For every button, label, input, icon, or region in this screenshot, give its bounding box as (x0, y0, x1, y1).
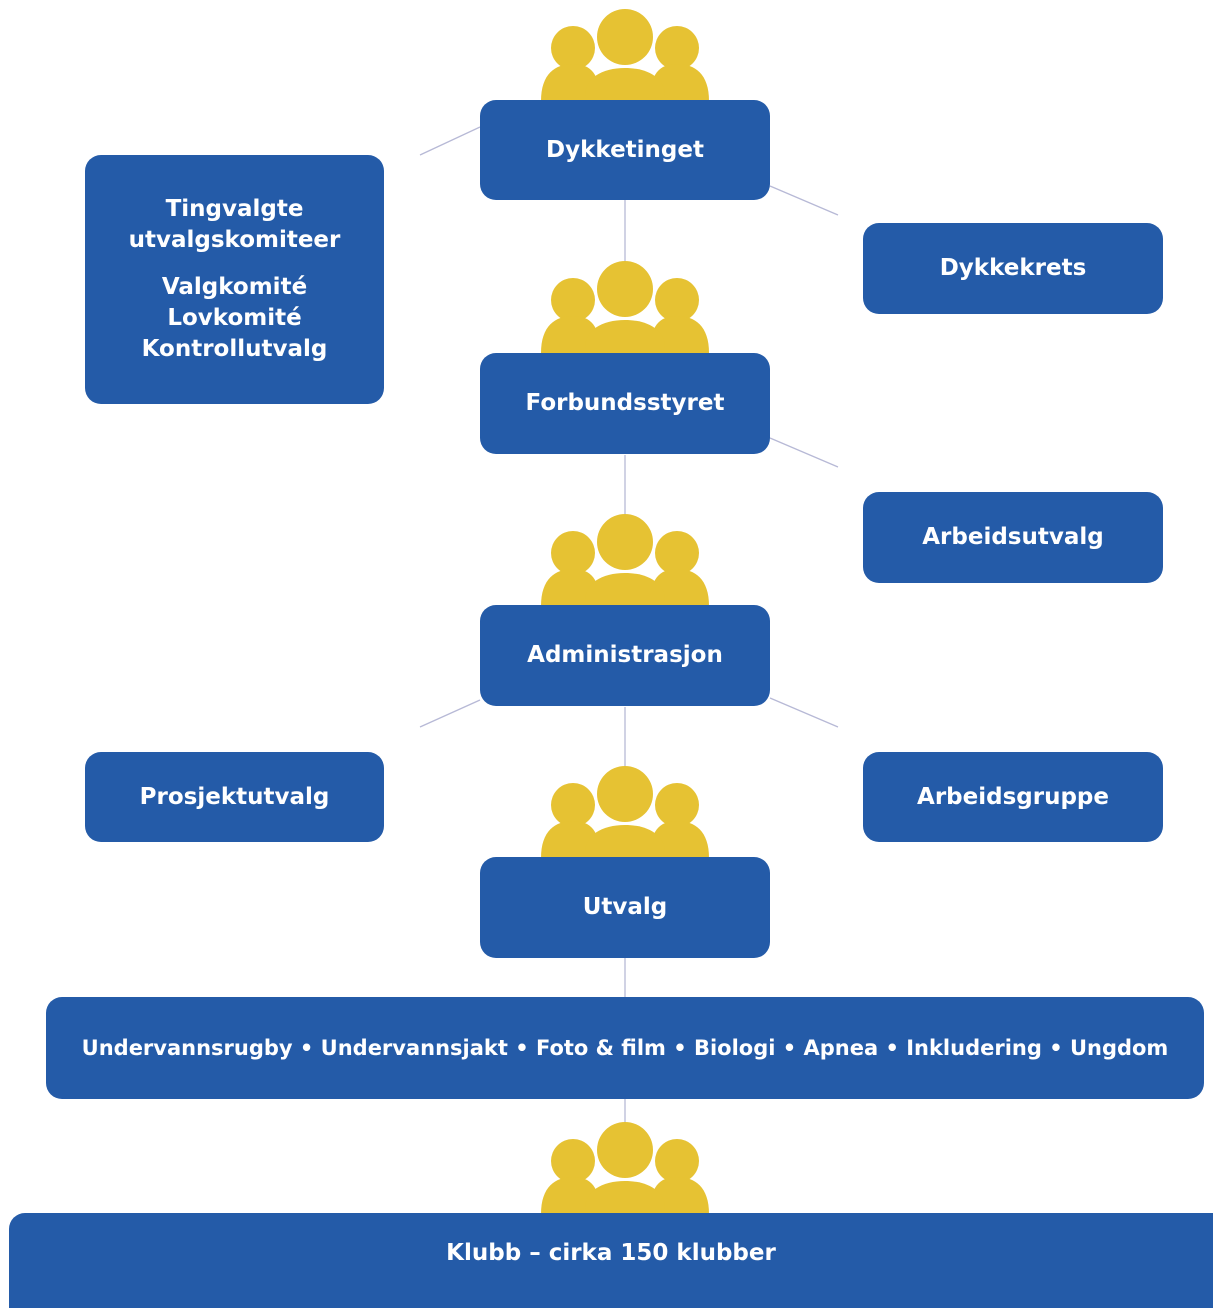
valgkomite-item: Valgkomité (161, 274, 308, 300)
arbeidsutvalg-box: Arbeidsutvalg (863, 492, 1163, 583)
prosjektutvalg-label: Prosjektutvalg (139, 783, 330, 810)
connector-line (769, 697, 839, 728)
utvalg-label: Utvalg (582, 894, 668, 920)
committees-bar: Undervannsrugby • Undervannsjakt • Foto … (46, 997, 1204, 1099)
kontrollutvalg-item: Kontrollutvalg (141, 336, 328, 362)
people-group-icon (541, 1122, 709, 1223)
people-group-icon (541, 766, 709, 867)
dykkekrets-box: Dykkekrets (863, 223, 1163, 314)
klubb-label: Klubb – cirka 150 klubber (446, 1240, 776, 1266)
tingvalgte-box: Tingvalgte utvalgskomiteer Valgkomité Lo… (85, 155, 384, 404)
arbeidsgruppe-box: Arbeidsgruppe (863, 752, 1163, 842)
dykkekrets-label: Dykkekrets (939, 255, 1087, 281)
lovkomite-item: Lovkomité (167, 305, 302, 331)
people-group-icon (541, 514, 709, 615)
arbeidsutvalg-label: Arbeidsutvalg (922, 524, 1104, 550)
connector-line (769, 437, 839, 468)
people-group-icon (541, 261, 709, 362)
committees-list: Undervannsrugby • Undervannsjakt • Foto … (81, 1035, 1169, 1060)
arbeidsgruppe-label: Arbeidsgruppe (917, 783, 1109, 810)
connector-line (419, 126, 481, 156)
administrasjon-label: Administrasjon (527, 642, 723, 668)
klubb-bar: Klubb – cirka 150 klubber (9, 1213, 1213, 1308)
forbundsstyret-box: Forbundsstyret (480, 353, 770, 454)
utvalg-box: Utvalg (480, 857, 770, 958)
connector-line (769, 185, 839, 216)
people-group-icon (541, 9, 709, 110)
prosjektutvalg-box: Prosjektutvalg (85, 752, 384, 842)
dykketinget-label: Dykketinget (546, 136, 704, 163)
connector-line (419, 699, 481, 728)
forbundsstyret-label: Forbundsstyret (525, 390, 725, 416)
tingvalgte-title-line1: Tingvalgte (165, 196, 304, 222)
tingvalgte-title-line2: utvalgskomiteer (128, 227, 341, 253)
dykketinget-box: Dykketinget (480, 100, 770, 200)
administrasjon-box: Administrasjon (480, 605, 770, 706)
